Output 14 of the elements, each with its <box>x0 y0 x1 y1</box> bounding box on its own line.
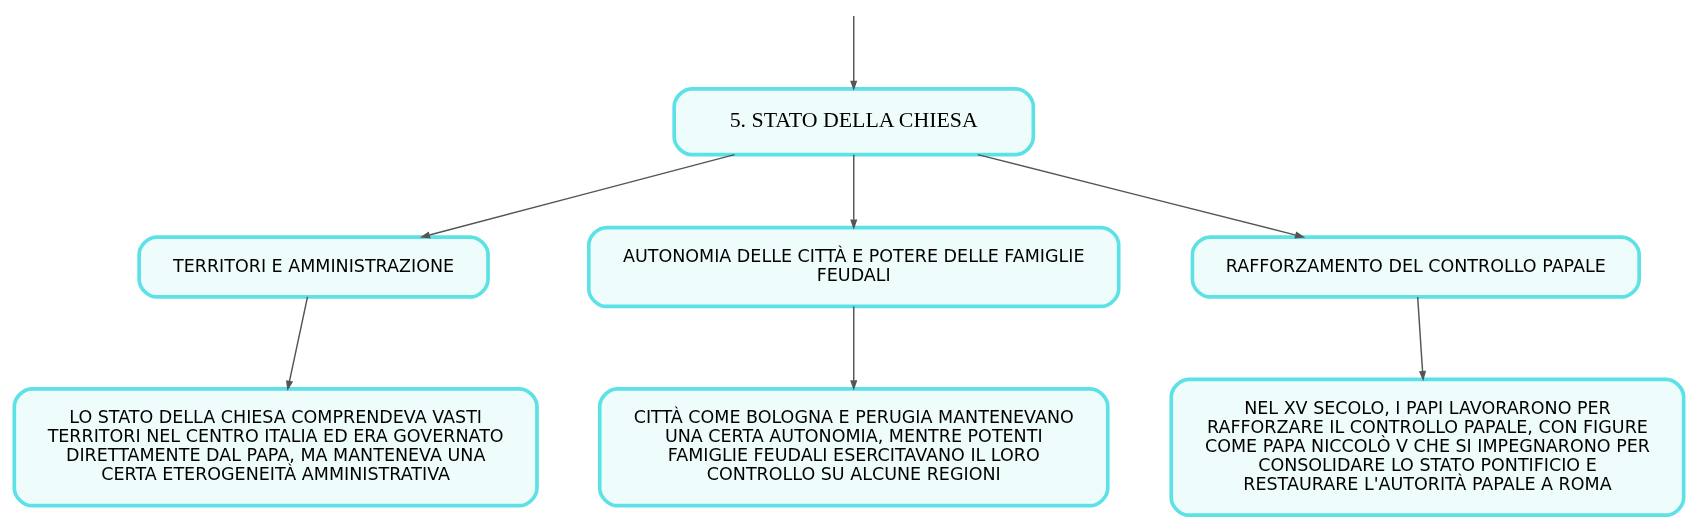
node-box: 5. STATO DELLA CHIESA <box>672 87 1036 157</box>
arrow <box>850 15 858 91</box>
arrow <box>850 154 858 230</box>
arrow <box>1416 296 1427 382</box>
arrow <box>977 153 1306 239</box>
node-box: RAFFORZAMENTO DEL CONTROLLO PAPALE <box>1190 235 1641 299</box>
node-box: CITTÀ COME BOLOGNA E PERUGIA MANTENEVANO UNA CERTA AUTONOMIA, MENTRE POTENTI FAMIGLIE FEUDALI ESERCITAVANO IL LORO CONTROLLO SU ALCUNE REGIONI <box>597 387 1110 508</box>
node-box: TERRITORI E AMMINISTRAZIONE <box>137 235 490 299</box>
node-box: NEL XV SECOLO, I PAPI LAVORARONO PER RAFFORZARE IL CONTROLLO PAPALE, CON FIGURE COME PAPA NICCOLÒ V CHE SI IMPEGNARONO PER CONSOLIDARE LO STATO PONTIFICIO E RESTAURARE L'AUTORITÀ PAPALE A ROMA <box>1169 377 1686 517</box>
arrow <box>286 296 309 391</box>
node-box: LO STATO DELLA CHIESA COMPRENDEVA VASTI TERRITORI NEL CENTRO ITALIA ED ERA GOVERNATO DIRETTAMENTE DAL PAPA, MA MANTENEVA UNA CERTA ETEROGENEITÀ AMMINISTRATIVA <box>12 387 539 508</box>
arrow <box>419 153 736 239</box>
node-box: AUTONOMIA DELLE CITTÀ E POTERE DELLE FAMIGLIE FEUDALI <box>586 225 1121 309</box>
arrow <box>850 305 858 391</box>
